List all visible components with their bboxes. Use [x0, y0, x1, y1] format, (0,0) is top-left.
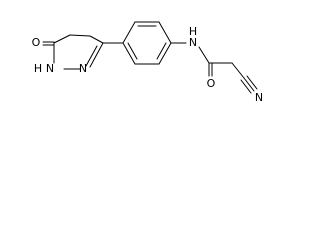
amide-h-label: H [189, 25, 197, 38]
ring-nh-n-label: N [46, 62, 54, 75]
ring-carbonyl [42, 41, 55, 46]
nitrile-n-label: N [255, 91, 263, 104]
structure-canvas: O N H N N H O N [0, 0, 285, 119]
amide-n-label: N [189, 36, 197, 49]
ring-nh-h-label: H [34, 62, 42, 75]
cyano-group [231, 62, 258, 94]
molecule-structure: O N H N N H O N [32, 21, 263, 104]
amide-chain [198, 46, 233, 77]
amide-oxygen-label: O [207, 77, 216, 90]
pyridazinone-ring [53, 34, 104, 70]
ring-imine-n-label: N [79, 62, 87, 75]
ketone-oxygen-label: O [32, 36, 41, 49]
phenyl-ring [122, 21, 172, 65]
